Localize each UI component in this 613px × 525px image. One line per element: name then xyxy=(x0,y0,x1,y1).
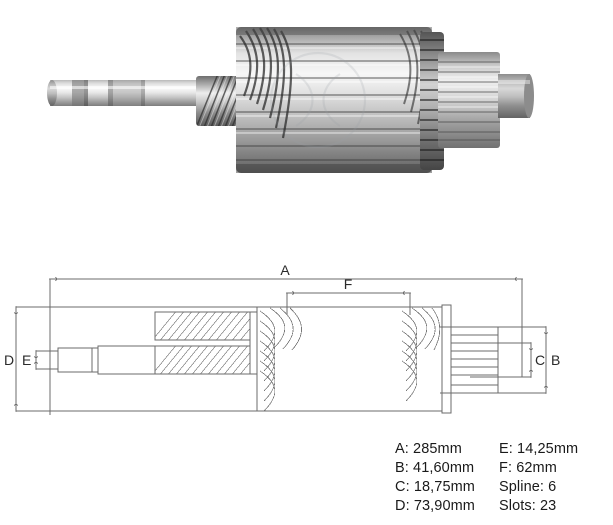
spec-slots: Slots: 23 xyxy=(499,498,557,514)
watermark-logo xyxy=(269,51,367,149)
spec-A: A: 285mm xyxy=(395,441,462,457)
drawing-gear-hatch-lower xyxy=(155,346,250,374)
spec-row: C: 18,75mm Spline: 6 xyxy=(395,478,610,497)
spec-E: E: 14,25mm xyxy=(499,441,579,457)
drawing-commutator xyxy=(450,326,499,394)
specification-list: A: 285mm E: 14,25mm B: 41,60mm F: 62mm C… xyxy=(395,440,610,516)
spec-B: B: 41,60mm xyxy=(395,460,475,476)
dimension-label-D: D xyxy=(4,352,14,368)
dimension-label-E: E xyxy=(22,352,31,368)
dimension-F xyxy=(287,293,410,315)
spec-F: F: 62mm xyxy=(499,460,557,476)
dimension-D xyxy=(16,307,300,411)
photo-armature-core xyxy=(236,27,432,173)
armature-photo-svg xyxy=(47,27,534,173)
photo-commutator xyxy=(438,52,500,148)
dimension-label-C: C xyxy=(535,352,545,368)
drawing-helical-gear xyxy=(154,311,251,375)
dimension-B xyxy=(440,327,546,393)
spec-row: B: 41,60mm F: 62mm xyxy=(395,459,610,478)
armature-photo xyxy=(0,0,613,235)
drawing-shaft-right xyxy=(497,342,523,378)
dimension-label-F: F xyxy=(344,276,353,292)
drawing-core-flange xyxy=(441,304,452,414)
spec-row: D: 73,90mm Slots: 23 xyxy=(395,497,610,516)
spec-row: A: 285mm E: 14,25mm xyxy=(395,440,610,459)
photo-shaft-right xyxy=(498,74,534,118)
drawing-shaft-left xyxy=(35,345,156,375)
dimension-label-B: B xyxy=(551,352,560,368)
spec-spline: Spline: 6 xyxy=(499,479,557,495)
photo-shaft-left xyxy=(47,80,202,106)
technical-drawing-svg: A F D E C B xyxy=(4,262,560,415)
spec-D: D: 73,90mm xyxy=(395,498,475,514)
dimension-label-A: A xyxy=(280,262,290,278)
drawing-gear-collar xyxy=(249,311,258,375)
spec-C: C: 18,75mm xyxy=(395,479,475,495)
armature-technical-drawing: A F D E C B xyxy=(0,255,613,435)
